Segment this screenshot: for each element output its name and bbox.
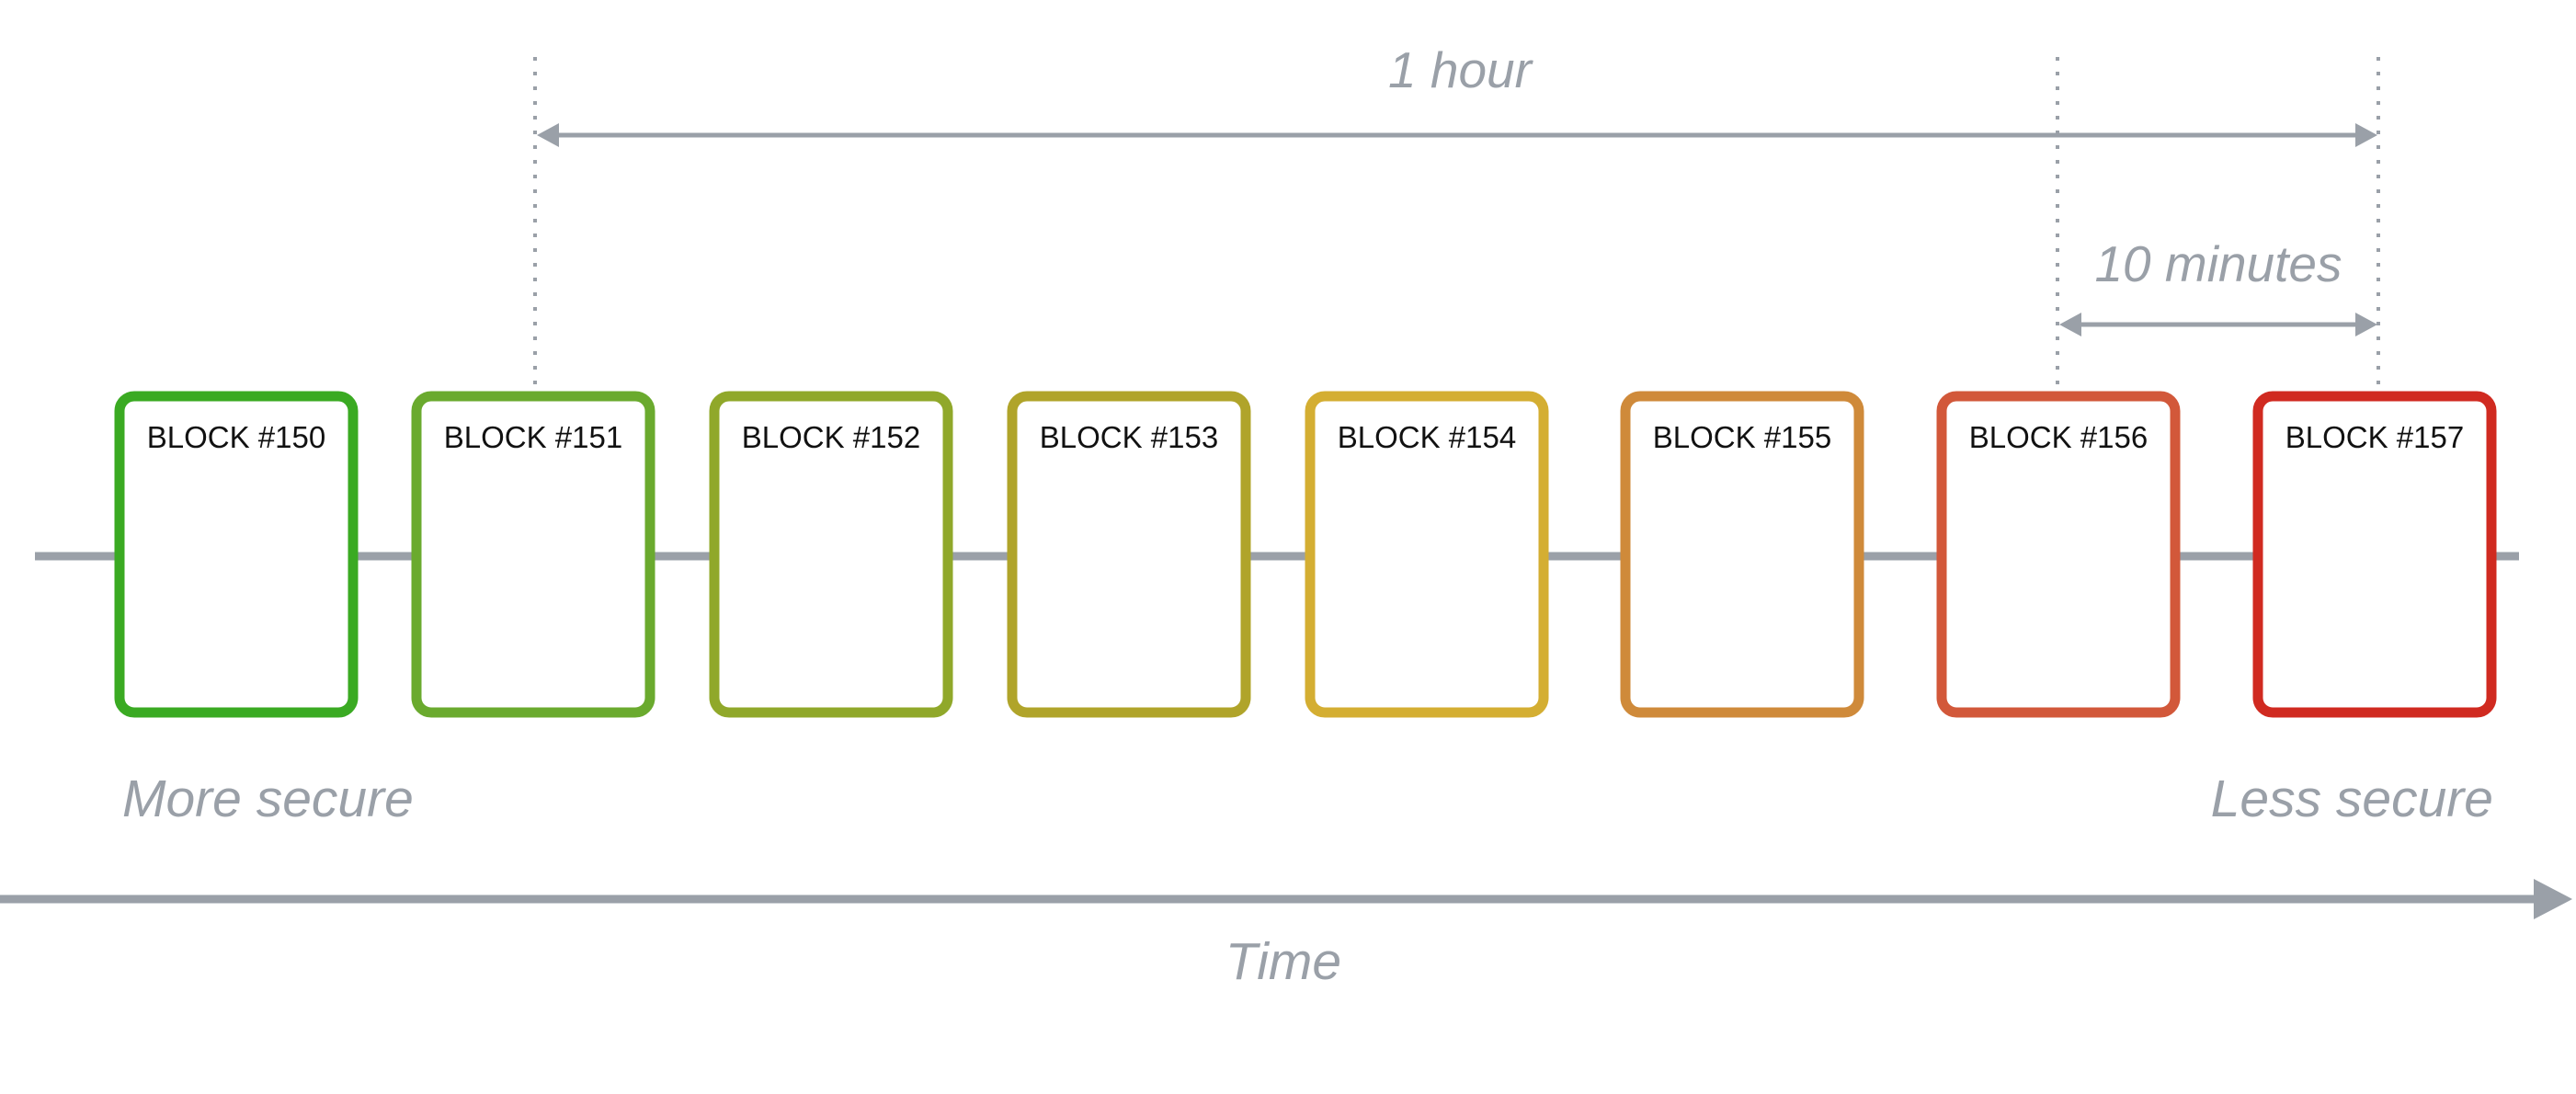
blocks-group: BLOCK #150 BLOCK #151 BLOCK #152 BLOCK #153… bbox=[114, 391, 2497, 718]
block-box bbox=[114, 391, 359, 718]
block-156: BLOCK #156 bbox=[1936, 391, 2181, 718]
block-151: BLOCK #151 bbox=[411, 391, 655, 718]
time-axis-arrow bbox=[0, 879, 2572, 919]
block-label: BLOCK #154 bbox=[1338, 420, 1516, 454]
block-label: BLOCK #155 bbox=[1653, 420, 1831, 454]
block-157: BLOCK #157 bbox=[2252, 391, 2497, 718]
block-label: BLOCK #157 bbox=[2285, 420, 2464, 454]
block-label: BLOCK #152 bbox=[742, 420, 920, 454]
block-label: BLOCK #153 bbox=[1040, 420, 1218, 454]
block-152: BLOCK #152 bbox=[709, 391, 953, 718]
block-box bbox=[709, 391, 953, 718]
block-155: BLOCK #155 bbox=[1620, 391, 1864, 718]
block-label: BLOCK #156 bbox=[1969, 420, 2148, 454]
block-label: BLOCK #150 bbox=[147, 420, 325, 454]
ten-minutes-span-arrow bbox=[2059, 313, 2377, 336]
block-box bbox=[1620, 391, 1864, 718]
block-label: BLOCK #151 bbox=[444, 420, 622, 454]
block-box bbox=[411, 391, 655, 718]
time-label: Time bbox=[1225, 932, 1341, 991]
block-150: BLOCK #150 bbox=[114, 391, 359, 718]
more-secure-label: More secure bbox=[122, 769, 414, 828]
block-box bbox=[2252, 391, 2497, 718]
block-154: BLOCK #154 bbox=[1305, 391, 1549, 718]
ten-minutes-label: 10 minutes bbox=[2094, 235, 2342, 292]
one-hour-span-arrow bbox=[537, 123, 2377, 147]
one-hour-label: 1 hour bbox=[1388, 41, 1534, 98]
block-box bbox=[1936, 391, 2181, 718]
block-box bbox=[1007, 391, 1251, 718]
less-secure-label: Less secure bbox=[2211, 769, 2493, 828]
block-153: BLOCK #153 bbox=[1007, 391, 1251, 718]
block-box bbox=[1305, 391, 1549, 718]
